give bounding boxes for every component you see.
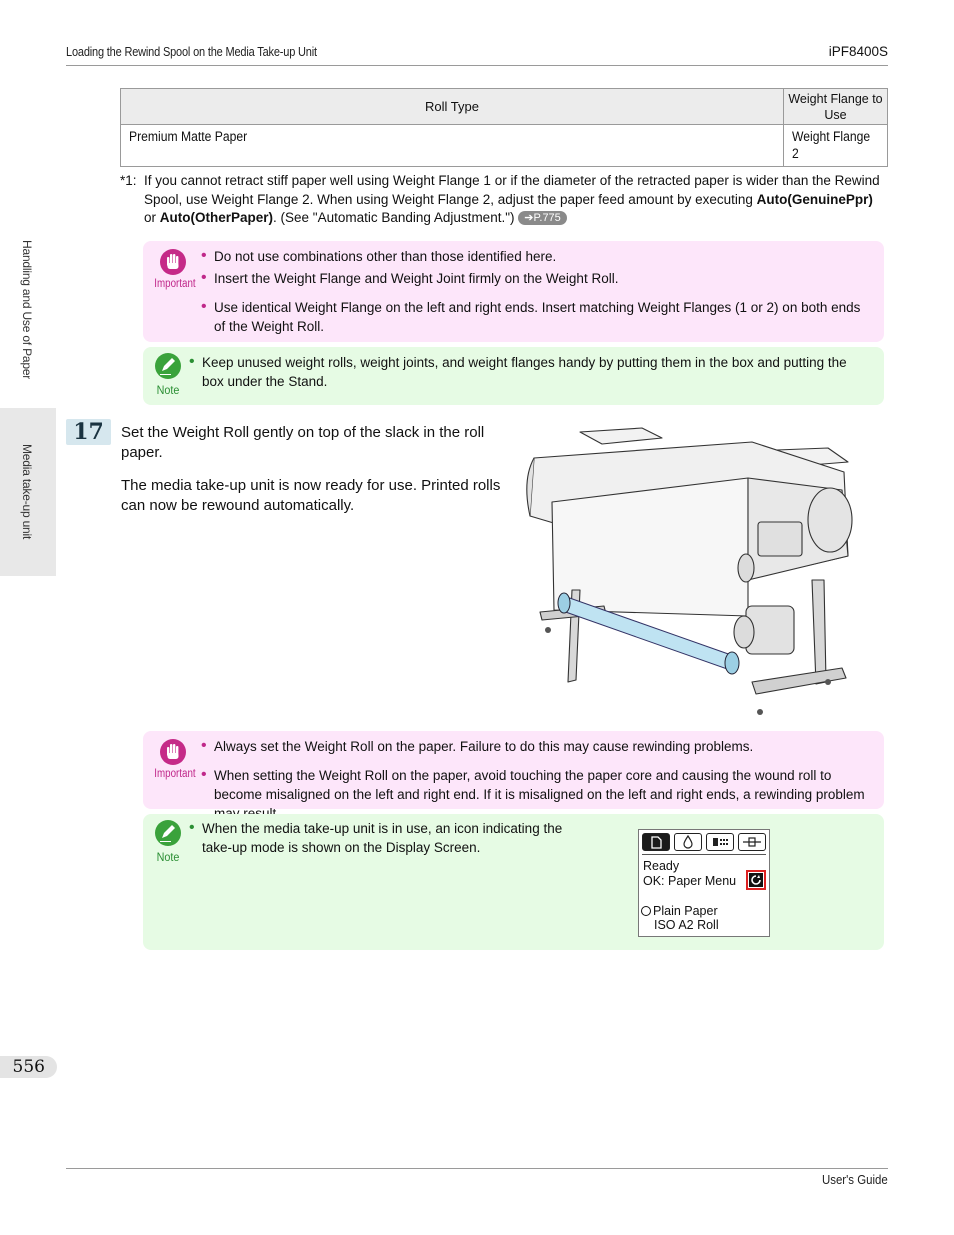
table-header-weight-flange: Weight Flange to Use	[783, 88, 888, 125]
job-tab-icon	[706, 833, 734, 851]
note-box-2: Note •When the media take-up unit is in …	[143, 814, 884, 950]
list-item: •Insert the Weight Flange and Weight Joi…	[201, 269, 619, 286]
footer-guide-title: User's Guide	[822, 1172, 888, 1187]
running-header-title: Loading the Rewind Spool on the Media Ta…	[66, 45, 317, 59]
note-icon: Note	[153, 353, 183, 401]
step-paragraph: The media take-up unit is now ready for …	[121, 477, 501, 514]
footnote-mark: *1:	[120, 173, 137, 188]
display-menu-hint: OK: Paper Menu	[643, 874, 737, 888]
roll-icon	[641, 906, 651, 916]
display-media-size: ISO A2 Roll	[654, 918, 719, 932]
display-divider	[642, 854, 766, 855]
list-item: •Always set the Weight Roll on the paper…	[201, 737, 754, 754]
display-tab-bar	[642, 833, 766, 853]
display-status: Ready	[643, 859, 680, 873]
important-label: Important	[154, 768, 196, 780]
footnote-body: If you cannot retract stiff paper well u…	[144, 173, 880, 225]
step-number-badge: 17	[66, 419, 111, 445]
page-number: 556	[0, 1056, 57, 1078]
side-tab-section-label: Media take-up unit	[20, 444, 34, 540]
pencil-icon	[155, 820, 181, 846]
printer-weight-roll-illustration	[526, 427, 853, 715]
display-screen: Ready OK: Paper Menu Plain Paper ISO A2 …	[638, 829, 770, 937]
ink-tab-icon	[674, 833, 702, 851]
note-label: Note	[156, 383, 180, 397]
side-tab-section[interactable]	[0, 408, 56, 576]
note-label: Note	[156, 850, 180, 864]
footer-rule	[66, 1168, 888, 1169]
menu-auto-other: Auto(OtherPaper)	[159, 210, 274, 225]
take-up-mode-icon	[746, 870, 766, 890]
note-list-1: •Keep unused weight rolls, weight joints…	[189, 353, 872, 401]
running-header-model: iPF8400S	[828, 44, 888, 59]
important-box-1: Important •Do not use combinations other…	[143, 241, 884, 342]
paper-tab-icon	[642, 833, 670, 851]
note-box-1: Note •Keep unused weight rolls, weight j…	[143, 347, 884, 405]
side-tab-chapter-label: Handling and Use of Paper	[20, 240, 34, 380]
important-list-2: •Always set the Weight Roll on the paper…	[201, 737, 872, 833]
important-label: Important	[154, 278, 196, 290]
list-item: •Use identical Weight Flange on the left…	[201, 298, 861, 334]
table-header-row: Roll Type Weight Flange to Use	[120, 88, 888, 125]
list-item: •When the media take-up unit is in use, …	[189, 819, 563, 855]
hand-stop-icon	[160, 249, 186, 275]
important-icon: Important	[151, 739, 196, 787]
note-icon: Note	[153, 820, 183, 868]
table-header-roll-type: Roll Type	[120, 88, 784, 125]
table-row: Premium Matte Paper Weight Flange 2	[120, 124, 888, 167]
pencil-icon	[155, 353, 181, 379]
list-item: •Do not use combinations other than thos…	[201, 247, 557, 264]
display-media-type: Plain Paper	[641, 904, 718, 918]
hand-stop-icon	[160, 739, 186, 765]
note-list-2: •When the media take-up unit is in use, …	[189, 819, 594, 867]
footnote: *1: If you cannot retract stiff paper we…	[120, 172, 888, 228]
table-cell-roll-type: Premium Matte Paper	[120, 124, 784, 167]
side-tab-chapter[interactable]	[0, 232, 56, 408]
step-instructions: Set the Weight Roll gently on top of the…	[121, 423, 511, 529]
important-box-2: Important •Always set the Weight Roll on…	[143, 731, 884, 821]
important-list-1: •Do not use combinations other than thos…	[201, 247, 872, 346]
settings-tab-icon	[738, 833, 766, 851]
header-rule	[66, 65, 888, 66]
roll-type-table: Roll Type Weight Flange to Use Premium M…	[120, 88, 888, 167]
list-item: •When setting the Weight Roll on the pap…	[201, 766, 865, 821]
important-icon: Important	[151, 249, 196, 297]
step-paragraph: Set the Weight Roll gently on top of the…	[121, 424, 485, 461]
list-item: •Keep unused weight rolls, weight joints…	[189, 353, 847, 389]
menu-auto-genuine: Auto(GenuinePpr)	[756, 191, 873, 207]
table-cell-weight-flange: Weight Flange 2	[783, 124, 888, 167]
page-link-badge[interactable]: ➔P.775	[518, 211, 567, 225]
